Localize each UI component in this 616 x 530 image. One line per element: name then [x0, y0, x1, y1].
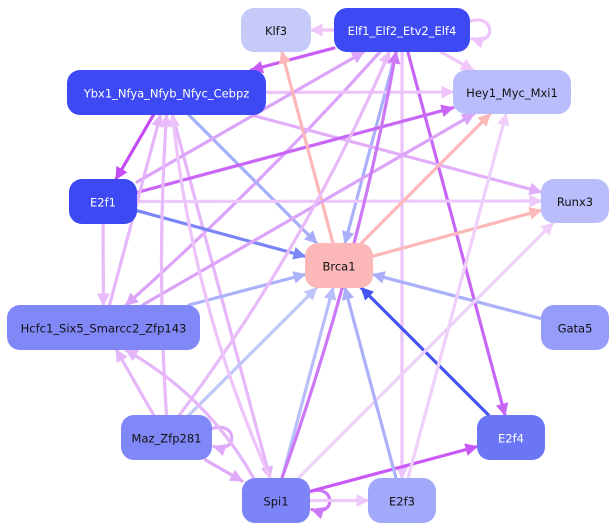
edge-spi1-to-runx3 — [296, 221, 555, 480]
node-e2f3[interactable]: E2f3 — [368, 478, 436, 523]
edge-spi1-to-hcfc1 — [124, 348, 256, 480]
node-label: Elf1_Elf2_Etv2_Elf4 — [348, 24, 457, 38]
edge-maz-to-brca1 — [187, 286, 319, 417]
edge-e2f1-to-brca1 — [135, 209, 307, 260]
node-elf1-elf2-etv2-elf4[interactable]: Elf1_Elf2_Etv2_Elf4 — [334, 8, 470, 52]
node-runx3[interactable]: Runx3 — [541, 179, 609, 223]
edge-brca1-to-hey1 — [359, 112, 492, 245]
edge-e2f3-to-brca1 — [341, 286, 398, 480]
node-label: Klf3 — [265, 24, 287, 38]
edge-brca1-to-runx3 — [371, 207, 543, 258]
edge-e2f1-to-hey1 — [135, 104, 455, 194]
edge-elf1-to-hey1 — [439, 50, 475, 72]
edge-hcfc1-to-brca1 — [187, 271, 307, 307]
node-ybx1-nfya-nfyb-nfyc-cebpz[interactable]: Ybx1_Nfya_Nfyb_Nfyc_Cebpz — [67, 70, 266, 115]
node-hey1-myc-mxi1[interactable]: Hey1_Myc_Mxi1 — [453, 70, 571, 114]
node-e2f1[interactable]: E2f1 — [69, 179, 137, 224]
edge-e2f3-to-hey1 — [406, 112, 510, 480]
node-label: Runx3 — [557, 195, 593, 209]
node-label: E2f4 — [498, 432, 524, 446]
edge-maz-to-hcfc1 — [114, 348, 156, 417]
edge-spi1-to-ybx1 — [167, 113, 272, 480]
edge-e2f1-to-elf1 — [135, 50, 366, 184]
nodes-layer: Klf3 Elf1_Elf2_Etv2_Elf4 Ybx1_Nfya_Nfyb_… — [7, 8, 609, 523]
node-maz-zfp281[interactable]: Maz_Zfp281 — [121, 415, 212, 460]
edge-ybx1-to-e2f1 — [114, 113, 155, 181]
node-label: Maz_Zfp281 — [132, 432, 202, 446]
edge-hcfc1-to-hey1 — [140, 112, 476, 307]
node-gata5[interactable]: Gata5 — [541, 305, 609, 350]
edge-maz-to-ybx1 — [159, 113, 173, 417]
node-label: Ybx1_Nfya_Nfyb_Nfyc_Cebpz — [83, 87, 250, 101]
node-label: Spi1 — [263, 495, 288, 509]
edge-maz-to-spi1 — [204, 458, 244, 483]
node-label: E2f3 — [389, 495, 415, 509]
edge-elf1-to-ybx1 — [249, 46, 336, 74]
edges-layer — [96, 18, 555, 520]
edge-spi1-to-brca1 — [280, 286, 337, 480]
node-label: Hey1_Myc_Mxi1 — [466, 86, 558, 100]
node-label: Brca1 — [322, 260, 355, 274]
edge-elf1-to-elf1 — [468, 18, 492, 49]
edge-maz-to-elf1 — [177, 50, 391, 417]
edge-brca1-to-klf3 — [278, 50, 335, 245]
edge-ybx1-to-runx3 — [249, 113, 543, 196]
node-klf3[interactable]: Klf3 — [241, 8, 311, 52]
node-brca1[interactable]: Brca1 — [305, 243, 373, 288]
node-label: Gata5 — [558, 322, 593, 336]
node-e2f4[interactable]: E2f4 — [477, 415, 545, 460]
node-label: Hcfc1_Six5_Smarcc2_Zfp143 — [21, 322, 187, 336]
node-hcfc1-six5-smarcc2-zfp143[interactable]: Hcfc1_Six5_Smarcc2_Zfp143 — [7, 305, 200, 350]
edge-ybx1-to-brca1 — [187, 113, 319, 245]
node-label: E2f1 — [90, 196, 116, 210]
node-spi1[interactable]: Spi1 — [242, 478, 310, 523]
